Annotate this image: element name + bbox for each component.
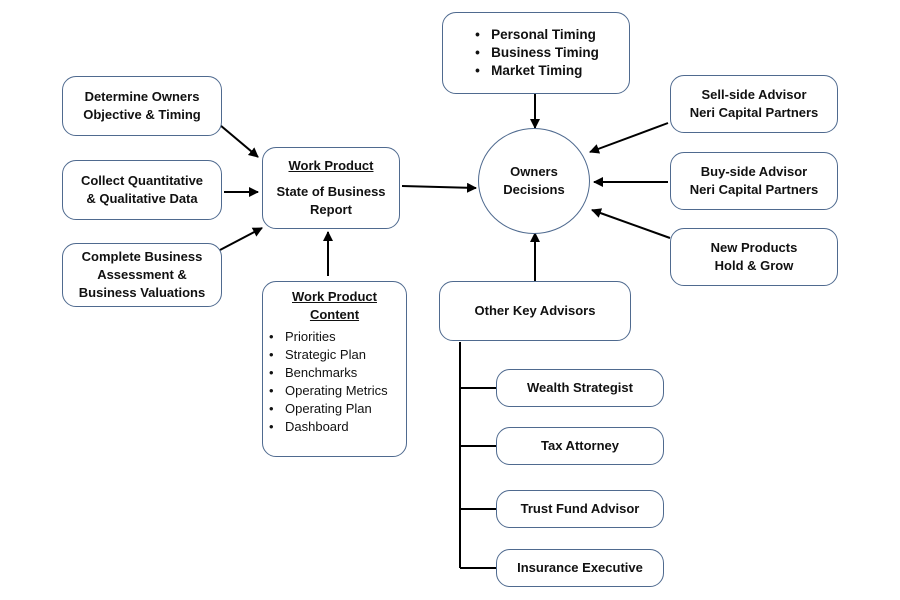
content-item: Benchmarks [267,364,388,382]
content-heading-line: Work Product [292,289,377,304]
box-line: Business Valuations [78,285,206,300]
box-line: State of Business [276,184,386,199]
arrow-complete-to-report [219,227,263,251]
box-line: Sell-side Advisor [701,87,807,102]
content-list: Priorities Strategic Plan Benchmarks Ope… [267,328,388,436]
insurance-executive-box: Insurance Executive [496,549,664,587]
box-line: Collect Quantitative [80,173,204,188]
timing-item: Business Timing [473,44,599,62]
collect-data-box: Collect Quantitative & Qualitative Data [62,160,222,220]
timing-item: Market Timing [473,62,599,80]
arrow-sell-side-to-decisions [589,122,669,154]
box-line: Assessment & [97,267,187,282]
box-line: New Products [710,240,798,255]
complete-assessment-box: Complete Business Assessment & Business … [62,243,222,307]
timing-box: Personal Timing Business Timing Market T… [442,12,630,94]
box-line: Neri Capital Partners [689,182,819,197]
circle-line: Owners [510,164,558,179]
arrow-determine-to-report [219,124,259,158]
content-item: Strategic Plan [267,346,388,364]
arrow-new-products-to-decisions [591,208,671,239]
box-line: Report [310,202,352,217]
tax-attorney-box: Tax Attorney [496,427,664,465]
content-item: Operating Metrics [267,382,388,400]
content-item: Operating Plan [267,400,388,418]
box-label: Other Key Advisors [474,303,596,318]
content-heading-line: Content [309,307,360,322]
buy-side-advisor-box: Buy-side Advisor Neri Capital Partners [670,152,838,210]
timing-item: Personal Timing [473,26,599,44]
sell-side-advisor-box: Sell-side Advisor Neri Capital Partners [670,75,838,133]
work-product-heading: Work Product [288,158,374,173]
circle-line: Decisions [503,182,565,197]
box-line: & Qualitative Data [86,191,198,206]
box-label: Tax Attorney [540,438,619,453]
arrow-report-to-decisions [401,182,477,193]
box-line: Determine Owners [84,89,200,104]
work-product-content-box: Work Product Content Priorities Strategi… [262,281,407,457]
box-line: Neri Capital Partners [689,105,819,120]
new-products-box: New Products Hold & Grow [670,228,838,286]
wealth-strategist-box: Wealth Strategist [496,369,664,407]
content-item: Priorities [267,328,388,346]
other-key-advisors-box: Other Key Advisors [439,281,631,341]
owners-decisions-circle: Owners Decisions [478,128,590,234]
work-product-box: Work Product State of Business Report [262,147,400,229]
box-line: Hold & Grow [714,258,794,273]
content-item: Dashboard [267,418,388,436]
box-label: Wealth Strategist [527,380,633,395]
box-line: Complete Business [81,249,203,264]
box-label: Insurance Executive [517,560,643,575]
determine-owners-box: Determine Owners Objective & Timing [62,76,222,136]
box-label: Trust Fund Advisor [520,501,640,516]
box-line: Objective & Timing [83,107,201,122]
box-line: Buy-side Advisor [700,164,808,179]
trust-fund-advisor-box: Trust Fund Advisor [496,490,664,528]
